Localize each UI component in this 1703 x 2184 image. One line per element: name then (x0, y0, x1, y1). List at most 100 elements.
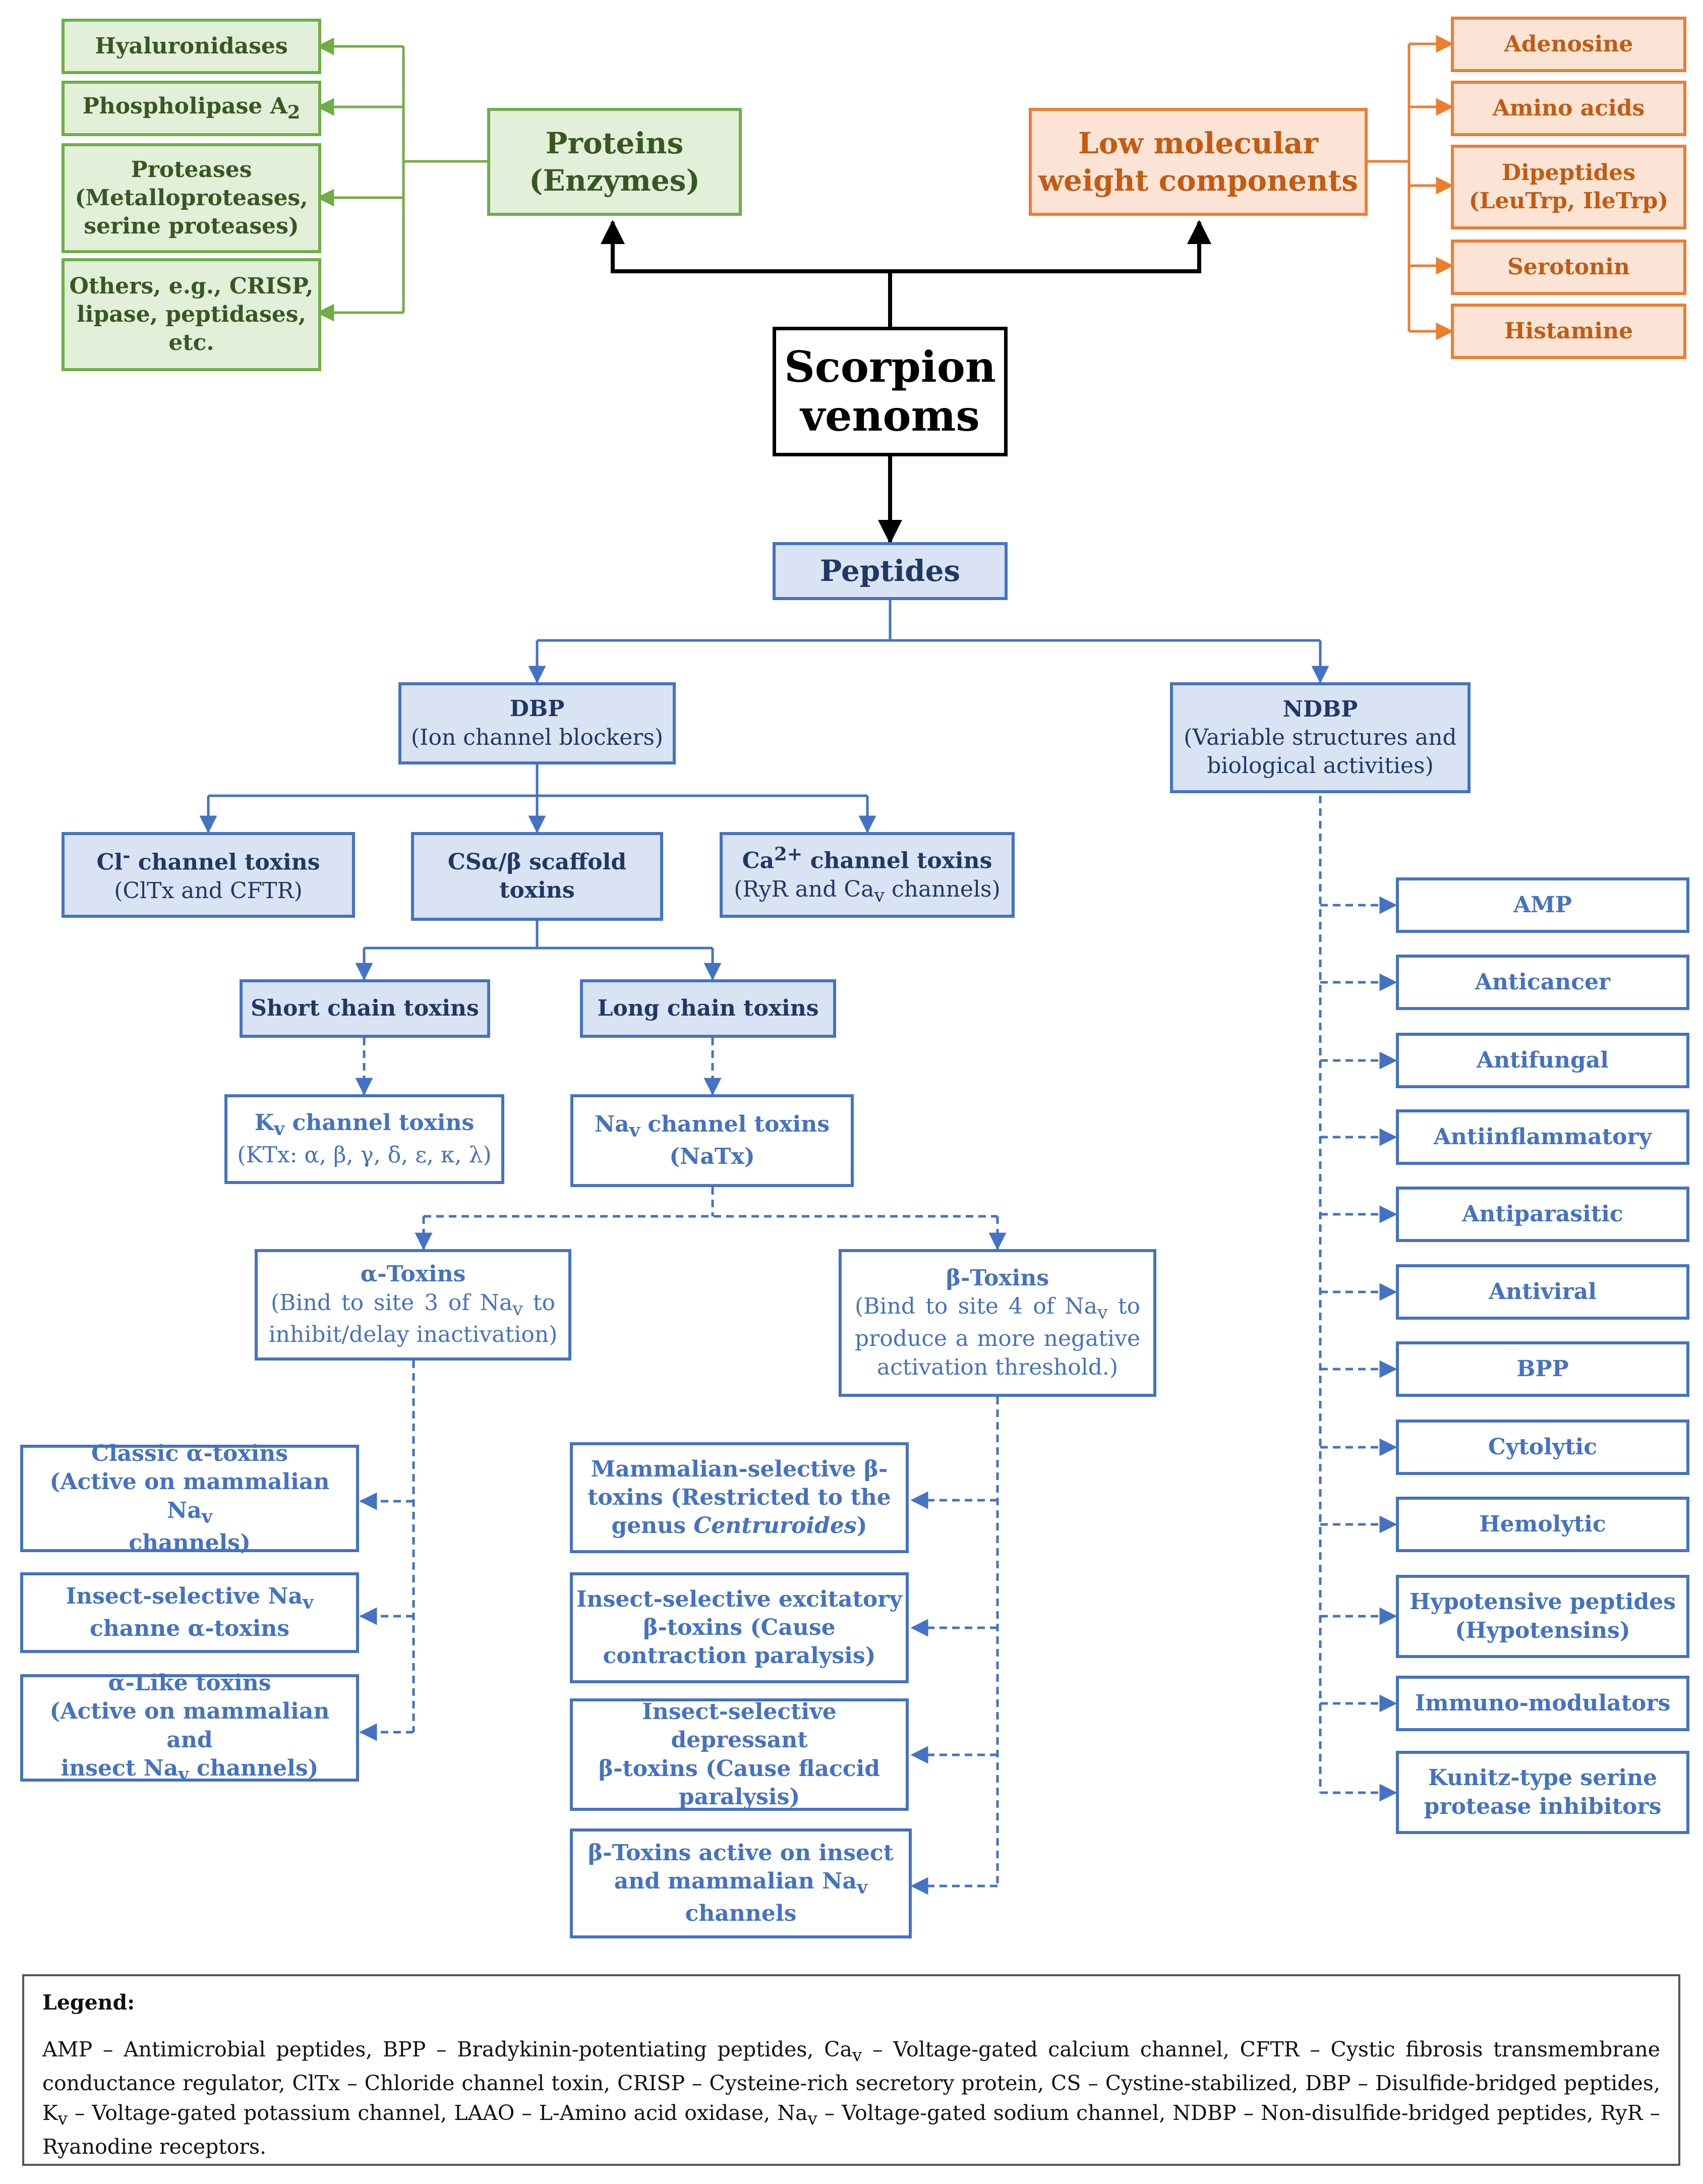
insect-excitatory-beta-node: Insect-selective excitatory β-toxins (Ca… (570, 1572, 909, 1683)
antiparasitic-label: Antiparasitic (1462, 1201, 1623, 1227)
long-chain-toxins-node: Long chain toxins (580, 979, 836, 1038)
low-mw-title-line1: Low molecular (1078, 126, 1319, 160)
dbp-subtitle: (Ion channel blockers) (410, 724, 664, 750)
lowmw-connectors (1368, 35, 1454, 340)
dipeptides-node: Dipeptides (LeuTrp, IleTrp) (1451, 145, 1686, 229)
bpp-label: BPP (1516, 1355, 1569, 1382)
low-mw-title-line2: weight components (1038, 163, 1358, 198)
depressant-beta-line2: β-toxins (Cause flaccid (598, 1755, 880, 1782)
ca-channel-subtitle: (RyR and Cav channels) (734, 876, 1001, 906)
cl-channel-toxins-node: Cl- channel toxins (ClTx and CFTR) (62, 832, 355, 918)
histamine-node: Histamine (1451, 304, 1686, 359)
hypotensive-line1: Hypotensive peptides (1409, 1589, 1676, 1615)
dbp-node: DBP (Ion channel blockers) (398, 682, 676, 764)
dipeptides-line2: (LeuTrp, IleTrp) (1469, 188, 1669, 214)
depressant-beta-line1: Insect-selective depressant (642, 1698, 837, 1753)
low-mw-node: Low molecular weight components (1029, 108, 1368, 216)
cs-scaffold-line1: CSα/β scaffold (447, 849, 627, 875)
ndbp-anticancer-node: Anticancer (1396, 955, 1689, 1010)
phospholipase-node: Phospholipase A2 (62, 81, 321, 136)
other-enzymes-node: Others, e.g., CRISP, lipase, peptidases,… (62, 258, 321, 371)
insect-alpha-line2: channe α-toxins (89, 1615, 290, 1641)
proteins-title-line1: Proteins (545, 126, 684, 160)
ndbp-amp-node: AMP (1396, 877, 1689, 933)
antifungal-label: Antifungal (1476, 1047, 1609, 1073)
alpha-toxins-title: α-Toxins (360, 1261, 466, 1287)
ndbp-antiparasitic-node: Antiparasitic (1396, 1187, 1689, 1242)
nav-channel-title: Nav channel toxins (594, 1111, 830, 1141)
both-beta-line2: and mammalian Nav (614, 1868, 868, 1898)
amino-acids-label: Amino acids (1492, 95, 1645, 121)
both-beta-line1: β-Toxins active on insect (588, 1840, 894, 1866)
ndbp-immunomodulators-node: Immuno-modulators (1396, 1676, 1689, 1731)
insect-selective-alpha-node: Insect-selective Nav channe α-toxins (20, 1572, 359, 1653)
proteases-node: Proteases (Metalloproteases, serine prot… (62, 143, 321, 253)
hyaluronidases-node: Hyaluronidases (62, 19, 321, 74)
adenosine-label: Adenosine (1504, 31, 1633, 57)
hemolytic-label: Hemolytic (1479, 1511, 1606, 1537)
alpha-toxins-line3: inhibit/delay inactivation) (268, 1322, 558, 1348)
center-connectors (601, 220, 1211, 544)
others-line3: etc. (168, 330, 214, 356)
dbp-title: DBP (509, 696, 565, 722)
serotonin-label: Serotonin (1507, 254, 1630, 280)
cs-scaffold-line2: toxins (499, 877, 575, 903)
beta-toxins-line3: produce a more negative (855, 1326, 1140, 1352)
peptide-solid-connectors (199, 600, 1329, 981)
ndbp-hemolytic-node: Hemolytic (1396, 1497, 1689, 1552)
insect-depressant-beta-node: Insect-selective depressant β-toxins (Ca… (570, 1698, 909, 1811)
ndbp-antiviral-node: Antiviral (1396, 1264, 1689, 1320)
alpha-like-line3: insect Nav channels) (61, 1755, 319, 1785)
classic-alpha-line1: Classic α-toxins (91, 1441, 288, 1467)
both-beta-line3: channels (685, 1900, 797, 1926)
protein-connectors (316, 37, 487, 322)
long-chain-label: Long chain toxins (597, 995, 819, 1021)
proteases-line3: serine proteases) (84, 213, 299, 240)
others-line1: Others, e.g., CRISP, (69, 273, 314, 299)
ndbp-cytolytic-node: Cytolytic (1396, 1420, 1689, 1475)
short-chain-label: Short chain toxins (251, 995, 479, 1021)
short-chain-toxins-node: Short chain toxins (240, 979, 490, 1038)
ndbp-kunitz-node: Kunitz-type serine protease inhibitors (1396, 1751, 1689, 1834)
mammalian-beta-line2: toxins (Restricted to the (588, 1484, 891, 1510)
beta-toxins-node: β-Toxins (Bind to site 4 of Nav to produ… (839, 1249, 1156, 1397)
histamine-label: Histamine (1504, 318, 1633, 344)
peptides-label: Peptides (819, 554, 961, 588)
beta-toxins-line2: (Bind to site 4 of Nav to (855, 1293, 1140, 1324)
peptides-node: Peptides (773, 542, 1008, 600)
excitatory-beta-line1: Insect-selective excitatory (576, 1586, 902, 1612)
classic-alpha-line2: (Active on mammalian Nav (49, 1469, 330, 1527)
ndbp-antifungal-node: Antifungal (1396, 1033, 1689, 1088)
anticancer-label: Anticancer (1475, 969, 1611, 995)
mammalian-beta-line3: genus Centruroides) (611, 1513, 867, 1539)
cytolytic-label: Cytolytic (1488, 1434, 1598, 1460)
ndbp-subtitle-line1: (Variable structures and (1184, 724, 1457, 750)
kv-channel-toxins-node: Kv channel toxins (KTx: α, β, γ, δ, ε, κ… (224, 1094, 504, 1184)
beta-toxins-title: β-Toxins (946, 1265, 1049, 1291)
scorpion-venoms-node: Scorpion venoms (773, 327, 1008, 456)
antiinflammatory-label: Antiinflammatory (1433, 1124, 1652, 1150)
depressant-beta-line3: paralysis) (678, 1784, 800, 1810)
legend-box: Legend: AMP – Antimicrobial peptides, BP… (22, 1974, 1680, 2166)
ca-channel-title: Ca2+ channel toxins (742, 843, 992, 874)
hyaluronidases-label: Hyaluronidases (95, 33, 288, 59)
alpha-like-toxins-node: α-Like toxins (Active on mammalian and i… (20, 1670, 359, 1785)
alpha-like-line1: α-Like toxins (108, 1670, 271, 1696)
phospholipase-label: Phospholipase A2 (82, 93, 301, 123)
proteins-node: Proteins (Enzymes) (487, 108, 742, 216)
scorpion-venoms-line2: venoms (800, 390, 980, 441)
cl-channel-subtitle: (ClTx and CFTR) (114, 878, 303, 904)
kv-channel-title: Kv channel toxins (254, 1109, 475, 1140)
peptide-dashed-connectors (355, 796, 1397, 1895)
excitatory-beta-line2: β-toxins (Cause (643, 1614, 836, 1640)
beta-toxins-insect-mammalian-node: β-Toxins active on insect and mammalian … (570, 1828, 912, 1938)
cl-channel-title: Cl- channel toxins (96, 845, 320, 876)
proteases-line1: Proteases (131, 156, 252, 183)
cs-scaffold-toxins-node: CSα/β scaffold toxins (411, 832, 663, 921)
alpha-like-line2: (Active on mammalian and (49, 1698, 330, 1753)
amino-acids-node: Amino acids (1451, 81, 1686, 136)
excitatory-beta-line3: contraction paralysis) (603, 1643, 876, 1669)
nav-channel-toxins-node: Nav channel toxins (NaTx) (570, 1094, 854, 1187)
alpha-toxins-line2: (Bind to site 3 of Nav to (271, 1289, 555, 1320)
